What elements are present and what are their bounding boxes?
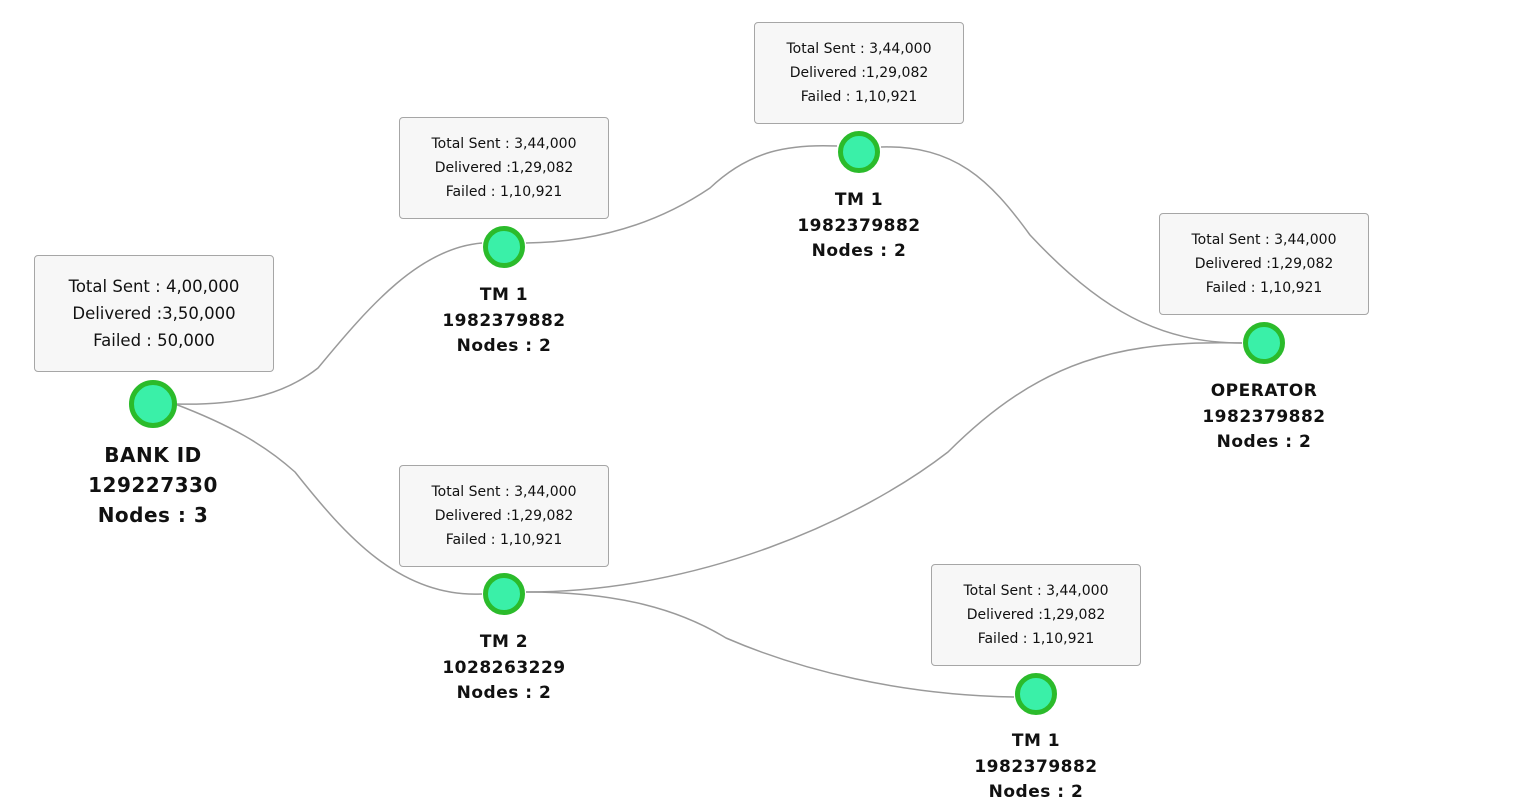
node-label: TM 1 1982379882 Nodes : 2 (739, 188, 979, 265)
delivered-text: Delivered :3,50,000 (72, 304, 236, 323)
delivered-text: Delivered :1,29,082 (789, 65, 929, 81)
node-id: 1982379882 (797, 215, 921, 236)
node-circle[interactable] (1243, 322, 1285, 364)
edge-bank-to-tm1-upper (174, 242, 483, 405)
delivered-text: Delivered :1,29,082 (1194, 256, 1334, 272)
edge-tm1-upper-to-tm1-top (525, 144, 838, 244)
node-label: TM 1 1982379882 Nodes : 2 (384, 283, 624, 360)
node-name: TM 1 (479, 285, 529, 305)
node-circle[interactable] (1015, 673, 1057, 715)
node-circle[interactable] (838, 131, 880, 173)
stats-box: Total Sent : 3,44,000 Delivered :1,29,08… (399, 465, 609, 567)
stats-box: Total Sent : 4,00,000 Delivered :3,50,00… (34, 255, 274, 372)
node-count: Nodes : 3 (97, 503, 209, 527)
failed-text: Failed : 50,000 (93, 331, 215, 350)
total-sent-text: Total Sent : 3,44,000 (1191, 232, 1337, 248)
total-sent-text: Total Sent : 3,44,000 (431, 136, 577, 152)
delivered-text: Delivered :1,29,082 (434, 160, 574, 176)
delivered-text: Delivered :1,29,082 (966, 607, 1106, 623)
node-count: Nodes : 2 (1216, 432, 1312, 452)
node-name: OPERATOR (1210, 381, 1318, 401)
failed-text: Failed : 1,10,921 (1205, 280, 1323, 296)
node-label: OPERATOR 1982379882 Nodes : 2 (1144, 379, 1384, 456)
node-id: 1982379882 (1202, 406, 1326, 427)
node-count: Nodes : 2 (456, 683, 552, 703)
node-id: 1982379882 (974, 756, 1098, 777)
node-id: 1028263229 (442, 657, 566, 678)
total-sent-text: Total Sent : 3,44,000 (431, 484, 577, 500)
node-id: 129227330 (88, 473, 218, 497)
stats-box: Total Sent : 3,44,000 Delivered :1,29,08… (399, 117, 609, 219)
total-sent-text: Total Sent : 4,00,000 (68, 277, 240, 296)
total-sent-text: Total Sent : 3,44,000 (963, 583, 1109, 599)
node-label: TM 1 1982379882 Nodes : 2 (916, 729, 1156, 806)
node-name: TM 2 (479, 632, 529, 652)
node-name: TM 1 (834, 190, 884, 210)
node-id: 1982379882 (442, 310, 566, 331)
stats-box: Total Sent : 3,44,000 Delivered :1,29,08… (754, 22, 964, 124)
edge-bank-to-tm2 (174, 403, 483, 595)
node-count: Nodes : 2 (456, 336, 552, 356)
node-label: BANK ID 129227330 Nodes : 3 (33, 440, 273, 530)
node-name: BANK ID (104, 443, 202, 467)
edge-tm2-to-tm1-bottom (525, 591, 1015, 698)
stats-box: Total Sent : 3,44,000 Delivered :1,29,08… (931, 564, 1141, 666)
node-label: TM 2 1028263229 Nodes : 2 (384, 630, 624, 707)
edge-tm1-top-to-operator (880, 146, 1243, 344)
failed-text: Failed : 1,10,921 (800, 89, 918, 105)
node-circle[interactable] (483, 573, 525, 615)
edge-tm2-to-operator (525, 341, 1243, 593)
node-circle[interactable] (483, 226, 525, 268)
failed-text: Failed : 1,10,921 (977, 631, 1095, 647)
stats-box: Total Sent : 3,44,000 Delivered :1,29,08… (1159, 213, 1369, 315)
failed-text: Failed : 1,10,921 (445, 184, 563, 200)
node-count: Nodes : 2 (988, 782, 1084, 802)
node-name: TM 1 (1011, 731, 1061, 751)
delivered-text: Delivered :1,29,082 (434, 508, 574, 524)
node-circle[interactable] (129, 380, 177, 428)
failed-text: Failed : 1,10,921 (445, 532, 563, 548)
node-count: Nodes : 2 (811, 241, 907, 261)
total-sent-text: Total Sent : 3,44,000 (786, 41, 932, 57)
